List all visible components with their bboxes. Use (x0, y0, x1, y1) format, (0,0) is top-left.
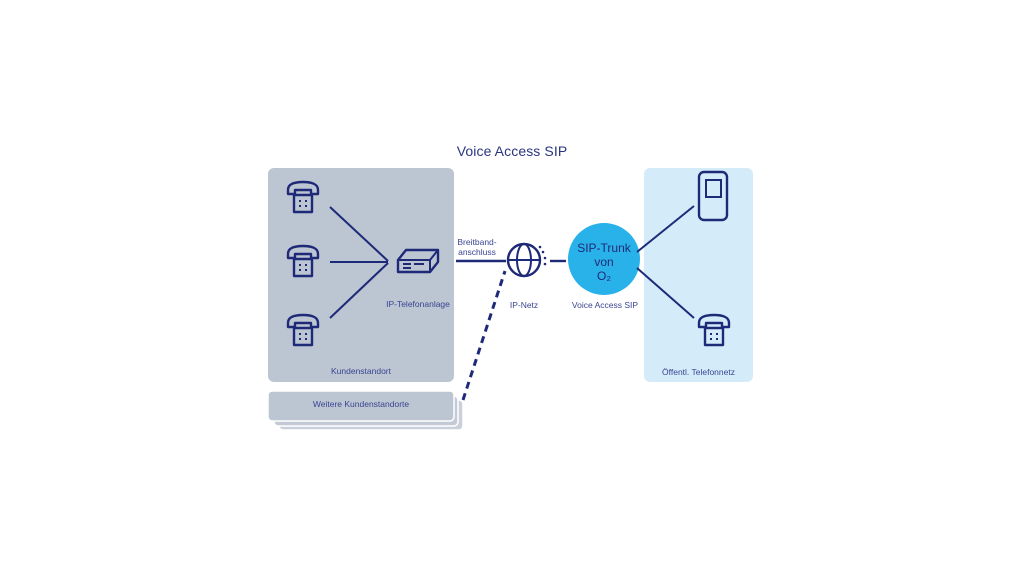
sip-trunk-line3: O₂ (597, 269, 611, 283)
sip-trunk-line1: SIP-Trunk (577, 241, 631, 255)
sip-trunk-circle (568, 223, 640, 295)
ip-network-label: IP-Netz (509, 300, 539, 310)
public-network-label: Öffentl. Telefonnetz (662, 367, 735, 377)
globe-icon (506, 242, 547, 278)
sip-caption: Voice Access SIP (571, 300, 639, 310)
broadband-label-line1: Breitband- (457, 237, 497, 247)
public-network-box (644, 168, 753, 382)
broadband-label-line2: anschluss (458, 247, 496, 257)
link-phone1-pbx (329, 206, 389, 262)
customer-site-box (268, 168, 454, 382)
pbx-label: IP-Telefonanlage (386, 299, 450, 309)
mobile-phone-icon (697, 170, 729, 222)
link-phone3-pbx (329, 262, 389, 319)
more-sites-stack (267, 390, 464, 431)
sip-trunk-line2: von (594, 255, 614, 269)
more-sites-label: Weitere Kundenstandorte (312, 399, 410, 409)
customer-site-label: Kundenstandort (330, 366, 392, 376)
link-sip-deskphone (636, 267, 695, 319)
pbx-device-icon (396, 248, 440, 274)
link-sip-mobile (636, 205, 695, 253)
more-sites-box (267, 390, 455, 422)
more-sites-link (461, 270, 507, 401)
sip-trunk-text: SIP-Trunk von O₂ (568, 241, 640, 283)
broadband-label: Breitband- anschluss (452, 237, 502, 257)
diagram-title: Voice Access SIP (456, 143, 568, 159)
